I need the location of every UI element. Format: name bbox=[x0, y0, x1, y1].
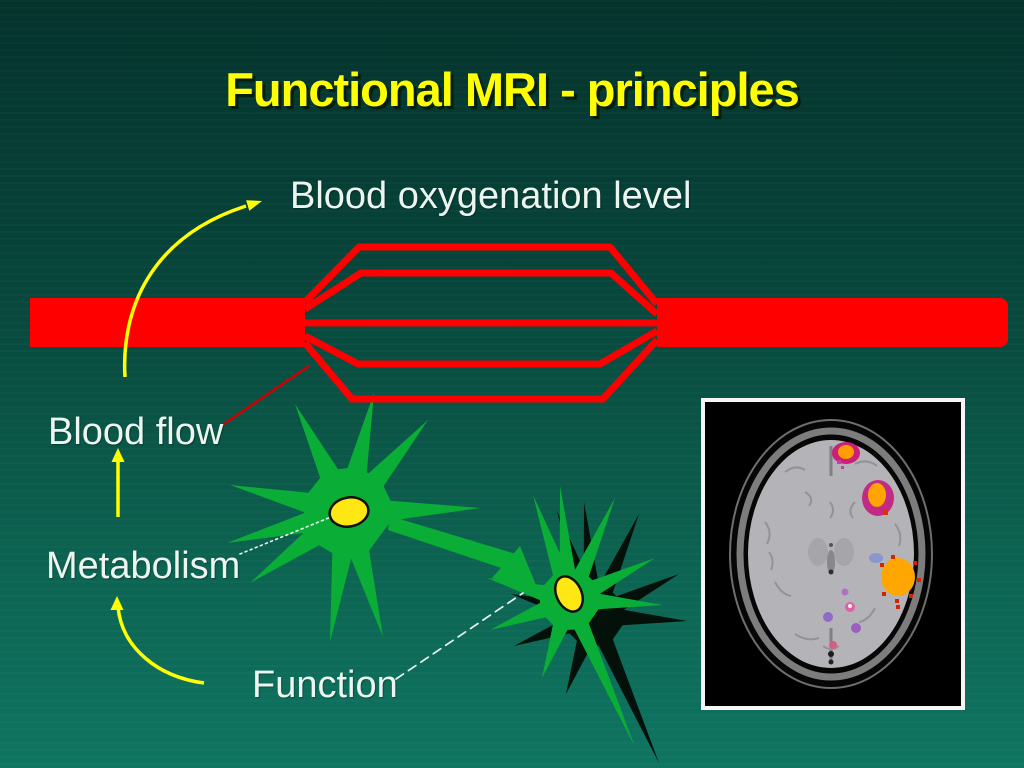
vessel-left-segment bbox=[30, 298, 305, 347]
activation-spots bbox=[823, 442, 921, 665]
nucleus-small bbox=[553, 575, 585, 613]
arrow-metabolism-to-bloodflow-icon bbox=[111, 448, 125, 517]
label-metabolism: Metabolism bbox=[46, 545, 241, 587]
label-blood-flow: Blood flow bbox=[48, 411, 224, 453]
blood-vessel-icon bbox=[30, 243, 1008, 403]
synapse-arrow-icon bbox=[388, 516, 538, 590]
nucleus-large bbox=[328, 496, 370, 528]
fmri-brain-scan-icon bbox=[705, 402, 961, 706]
neuron-small-shadow bbox=[511, 502, 687, 763]
capillary-outer-top bbox=[302, 243, 660, 307]
capillary-outer-bottom bbox=[302, 337, 660, 403]
metabolism-dotted-line bbox=[239, 516, 332, 555]
vessel-right-segment bbox=[657, 298, 1008, 347]
vessel-to-bloodflow-line bbox=[223, 364, 310, 426]
capillary-inner-bottom bbox=[303, 327, 659, 368]
capillary-inner-top bbox=[303, 269, 660, 317]
arrow-function-to-metabolism-icon bbox=[110, 596, 205, 685]
neuron-large-icon bbox=[227, 393, 480, 642]
neuron-small-icon bbox=[487, 486, 663, 747]
function-dashed-line bbox=[395, 592, 524, 680]
arrow-bloodflow-to-oxygenation-icon bbox=[122, 200, 262, 378]
slide-title: Functional MRI - principles bbox=[225, 63, 800, 116]
fmri-brain-image bbox=[701, 398, 965, 710]
label-function: Function bbox=[252, 664, 398, 706]
label-blood-oxygenation: Blood oxygenation level bbox=[290, 175, 692, 217]
